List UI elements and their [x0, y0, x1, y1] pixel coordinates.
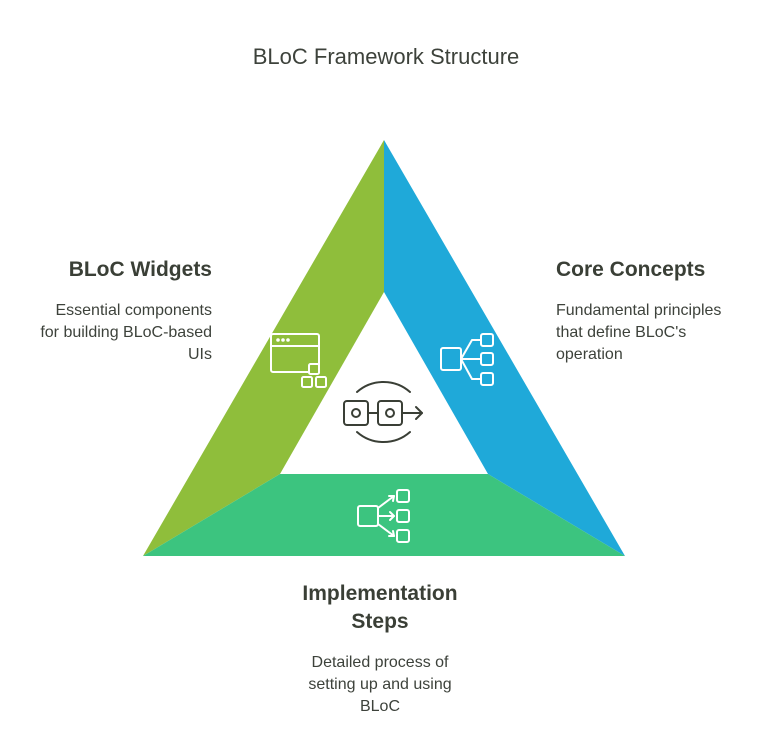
- hierarchy-branches-icon: [440, 333, 494, 386]
- diagram-title: BLoC Framework Structure: [252, 44, 520, 69]
- implementation-steps-heading: Implementation Steps: [302, 582, 458, 633]
- core-concepts-heading: Core Concepts: [556, 258, 706, 281]
- bloc-widgets-description: Essential components for building BLoC-b…: [40, 302, 212, 363]
- bloc-widgets-heading: BLoC Widgets: [68, 258, 212, 281]
- flow-split-icon: [357, 489, 410, 543]
- segment-core-concepts: [384, 140, 625, 556]
- cycle-exchange-icon: [343, 381, 423, 443]
- implementation-steps-description: Detailed process of setting up and using…: [308, 654, 452, 715]
- segment-bloc-widgets: [143, 140, 384, 556]
- app-window-blocks-icon: [270, 333, 327, 388]
- core-concepts-description: Fundamental principles that define BLoC'…: [556, 302, 722, 363]
